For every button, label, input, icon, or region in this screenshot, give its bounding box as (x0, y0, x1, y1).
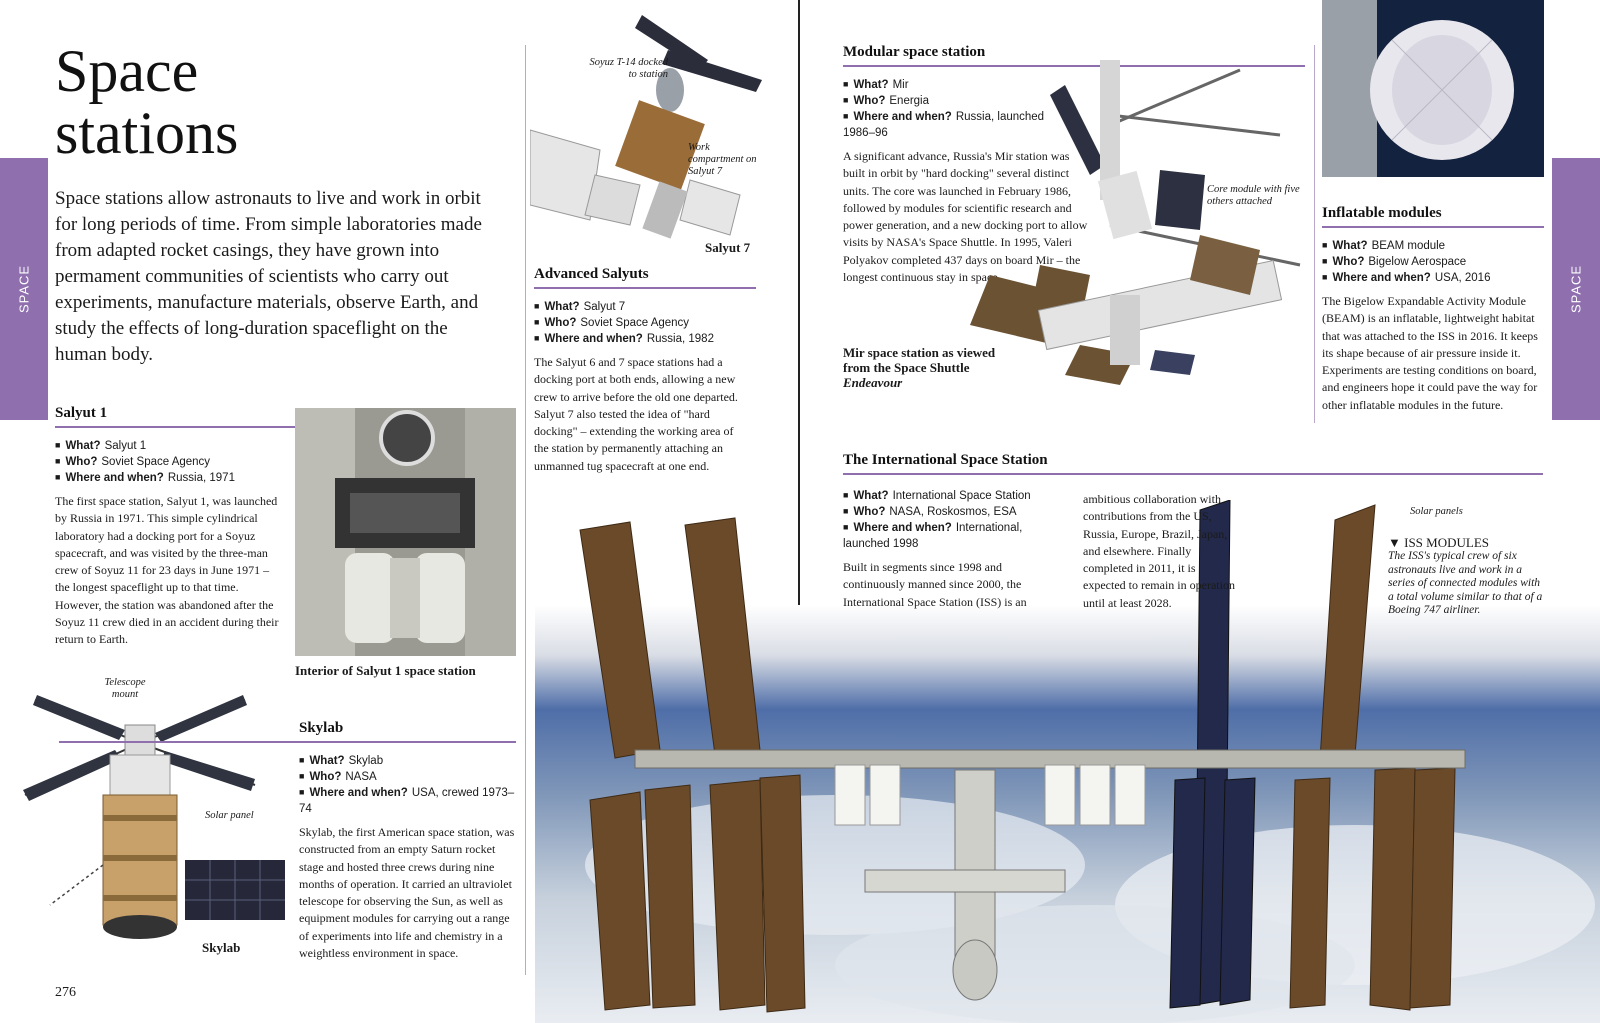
iss-col1: What?International Space Station Who?NAS… (843, 488, 1048, 611)
fact-item: What?International Space Station (843, 488, 1048, 504)
inflatable-heading: Inflatable modules (1322, 205, 1442, 221)
page-title-line2: stations (55, 100, 239, 166)
skylab-telescope-label: Telescope mount (104, 677, 146, 700)
iss-modules-text: The ISS's typical crew of six astronauts… (1388, 550, 1543, 616)
salyut1-interior-photo (295, 408, 516, 656)
intro-paragraph: Space stations allow astronauts to live … (55, 188, 482, 365)
column-divider (525, 45, 526, 975)
section-tab-right: SPACE (1552, 158, 1600, 420)
page-gutter (798, 0, 800, 1023)
iss-rule (843, 473, 1543, 475)
fact-item: What?BEAM module (1322, 238, 1544, 254)
skylab-image-caption: Skylab (202, 940, 241, 955)
skylab-heading: Skylab (299, 720, 344, 736)
iss-section: The International Space Station (843, 452, 1543, 485)
skylab-solar-label: Solar panel (205, 810, 254, 821)
mir-facts: What?Mir Who?Energia Where and when?Russ… (843, 77, 1053, 141)
advanced-body: The Salyut 6 and 7 space stations had a … (534, 355, 738, 473)
section-tab-left-label: SPACE (16, 264, 32, 314)
page-title-line1: Space (55, 38, 199, 104)
fact-item: Where and when?Russia, 1982 (534, 331, 756, 347)
iss-structure (535, 500, 1600, 1023)
salyut7-image-caption: Salyut 7 (705, 240, 751, 255)
fact-item: What?Salyut 1 (55, 438, 295, 454)
skylab-rule (59, 741, 516, 743)
salyut7-soyuz-label: Soyuz T-14 docked to station (589, 57, 668, 80)
iss-modules-box: ▼ ISS MODULES The ISS's typical crew of … (1388, 535, 1548, 618)
iss-facts: What?International Space Station Who?NAS… (843, 488, 1048, 552)
fact-item: What?Skylab (299, 753, 516, 769)
inflatable-section: Inflatable modules What?BEAM module Who?… (1322, 205, 1544, 414)
fact-item: Where and when?Russia, 1971 (55, 470, 295, 486)
mir-core-label: Core module with five others attached (1207, 184, 1300, 207)
mir-illustration (960, 55, 1315, 390)
mir-rule (843, 65, 1305, 67)
inflatable-facts: What?BEAM module Who?Bigelow Aerospace W… (1322, 238, 1544, 286)
iss-heading: The International Space Station (843, 452, 1048, 468)
salyut1-facts: What?Salyut 1 Who?Soviet Space Agency Wh… (55, 438, 295, 486)
fact-item: Who?Energia (843, 93, 1053, 109)
advanced-facts: What?Salyut 7 Who?Soviet Space Agency Wh… (534, 299, 756, 347)
salyut1-body: The first space station, Salyut 1, was l… (55, 494, 279, 647)
iss-solar-label: Solar panels (1410, 506, 1463, 517)
skylab-facts: What?Skylab Who?NASA Where and when?USA,… (299, 753, 516, 817)
inflatable-rule (1322, 226, 1544, 228)
salyut1-heading: Salyut 1 (55, 405, 108, 421)
page-number: 276 (55, 985, 76, 1000)
fact-item: Who?NASA, Roskosmos, ESA (843, 504, 1048, 520)
fact-item: Where and when?USA, crewed 1973–74 (299, 785, 516, 817)
salyut7-work-label: Work compartment on Salyut 7 (688, 142, 757, 177)
advanced-rule (534, 287, 756, 289)
skylab-section: Skylab What?Skylab Who?NASA Where and wh… (59, 720, 516, 962)
salyut7-illustration (530, 10, 765, 255)
salyut1-photo-caption: Interior of Salyut 1 space station (295, 663, 476, 678)
advanced-salyuts-section: Advanced Salyuts What?Salyut 7 Who?Sovie… (534, 266, 756, 475)
section-tab-right-label: SPACE (1568, 264, 1584, 314)
fact-item: Who?Soviet Space Agency (55, 454, 295, 470)
salyut1-section: Salyut 1 What?Salyut 1 Who?Soviet Space … (55, 405, 295, 649)
page-title: Space stations (55, 40, 238, 164)
fact-item: Where and when?International, launched 1… (843, 520, 1048, 552)
iss-body-part1: Built in segments since 1998 and continu… (843, 560, 1027, 609)
iss-modules-heading: ▼ ISS MODULES (1388, 535, 1489, 550)
beam-photo (1322, 0, 1544, 177)
mir-section: Modular space station What?Mir Who?Energ… (843, 44, 1305, 286)
skylab-illustration (15, 695, 295, 955)
fact-item: Who?Soviet Space Agency (534, 315, 756, 331)
section-tab-left: SPACE (0, 158, 48, 420)
inflatable-body: The Bigelow Expandable Activity Module (… (1322, 294, 1538, 412)
column-divider (1314, 45, 1315, 423)
fact-item: What?Mir (843, 77, 1053, 93)
iss-body-part2: ambitious collaboration with contributio… (1083, 492, 1235, 610)
mir-image-caption: Mir space station as viewed from the Spa… (843, 345, 996, 390)
fact-item: Who?NASA (299, 769, 516, 785)
fact-item: Where and when?Russia, launched 1986–96 (843, 109, 1053, 141)
advanced-heading: Advanced Salyuts (534, 266, 649, 282)
fact-item: What?Salyut 7 (534, 299, 756, 315)
mir-heading: Modular space station (843, 44, 986, 60)
salyut1-rule (55, 426, 295, 428)
skylab-body: Skylab, the first American space station… (299, 825, 515, 961)
mir-body: A significant advance, Russia's Mir stat… (843, 149, 1088, 285)
fact-item: Where and when?USA, 2016 (1322, 270, 1544, 286)
fact-item: Who?Bigelow Aerospace (1322, 254, 1544, 270)
